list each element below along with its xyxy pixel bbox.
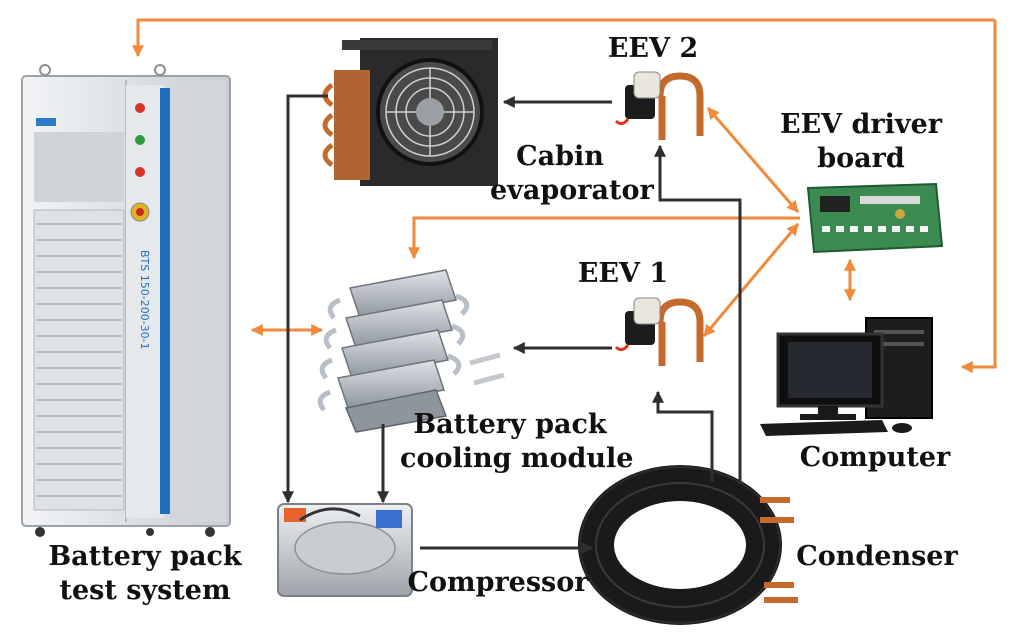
label-computer: Computer	[799, 442, 951, 473]
wire-board-eev2	[706, 107, 800, 213]
label-battery-test-system: Battery pack test system	[48, 541, 242, 606]
eev2-valve	[614, 71, 704, 140]
label-condenser: Condenser	[796, 541, 958, 572]
wire-computer-link	[960, 20, 997, 373]
cabinet-model-text: BTS 150-200-30-1	[138, 250, 151, 350]
cabin-evaporator	[322, 38, 498, 186]
flow-condenser-eev1	[652, 390, 714, 482]
eev-driver-board	[806, 182, 944, 254]
wire-board-eev1	[702, 223, 800, 337]
label-compressor: Compressor	[407, 567, 589, 598]
flow-evaporator-compressor	[282, 94, 328, 504]
wire-to-test-system	[132, 18, 995, 58]
eev1-valve	[614, 297, 704, 366]
flow-condenser-eev2	[654, 144, 742, 484]
label-cabin-evaporator: Cabin evaporator	[490, 141, 654, 206]
computer	[760, 317, 933, 436]
battery-cooling-module	[317, 269, 505, 433]
wire-to-cooling-module	[408, 216, 800, 260]
battery-test-cabinet	[21, 64, 231, 537]
label-battery-cooling-module: Battery pack cooling module	[400, 409, 634, 474]
label-eev-driver-board: EEV driver board	[780, 109, 942, 174]
compressor	[277, 503, 413, 597]
label-eev2: EEV 2	[607, 33, 699, 64]
label-eev1: EEV 1	[577, 258, 669, 289]
condenser	[578, 465, 798, 625]
